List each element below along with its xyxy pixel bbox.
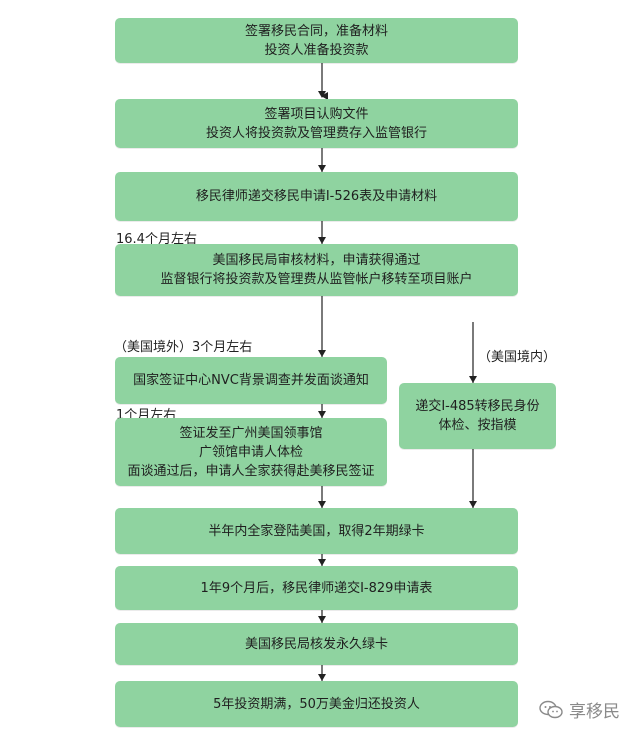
step-3-line-1: 移民律师递交移民申请I-526表及申请材料: [195, 189, 438, 204]
label-time-16-4: 16.4个月左右: [116, 232, 197, 247]
label-inside-us: （美国境内）: [478, 350, 557, 365]
step-10-line-1: 美国移民局核发永久绿卡: [244, 636, 388, 652]
step-1-line-1: 签署移民合同，准备材料: [244, 23, 388, 39]
step-nvc-interview-notice: 国家签证中心NVC背景调查并发面谈通知: [115, 357, 387, 404]
brand-watermark: 享移民: [539, 697, 620, 722]
step-7-line-2: 体检、按指模: [438, 418, 517, 433]
brand-name: 享移民: [569, 702, 620, 722]
step-sign-contract: 签署移民合同，准备材料 投资人准备投资款: [115, 18, 518, 63]
step-file-i526: 移民律师递交移民申请I-526表及申请材料: [115, 172, 518, 221]
step-investment-returned: 5年投资期满，50万美金归还投资人: [115, 681, 518, 727]
step-7-line-1: 递交I-485转移民身份: [415, 399, 540, 414]
step-uscis-approval: 美国移民局审核材料，申请获得通过 监督银行将投资款及管理费从监管帐户移转至项目账…: [115, 244, 518, 296]
step-6-line-3: 面谈通过后，申请人全家获得赴美移民签证: [127, 463, 375, 479]
step-8-line-1: 半年内全家登陆美国，取得2年期绿卡: [208, 523, 425, 539]
step-4-line-2: 监督银行将投资款及管理费从监管帐户移转至项目账户: [160, 272, 473, 287]
step-subscription: 签署项目认购文件 投资人将投资款及管理费存入监管银行: [115, 99, 518, 148]
label-outside-us: （美国境外）3个月左右: [114, 340, 253, 355]
step-9-line-1: 1年9个月后，移民律师递交I-829申请表: [200, 580, 433, 596]
step-consulate-visa: 签证发至广州美国领事馆 广领馆申请人体检 面谈通过后，申请人全家获得赴美移民签证: [115, 418, 387, 486]
step-1-line-2: 投资人准备投资款: [264, 42, 369, 58]
step-2-line-2: 投资人将投资款及管理费存入监管银行: [205, 125, 427, 141]
step-file-i485: 递交I-485转移民身份 体检、按指模: [399, 383, 556, 449]
step-permanent-greencard: 美国移民局核发永久绿卡: [115, 623, 518, 665]
step-2-line-1: 签署项目认购文件: [264, 106, 369, 122]
chat-bubble-icon: [539, 700, 563, 720]
step-5-line-1: 国家签证中心NVC背景调查并发面谈通知: [133, 373, 369, 388]
step-11-line-1: 5年投资期满，50万美金归还投资人: [213, 696, 420, 712]
step-file-i829: 1年9个月后，移民律师递交I-829申请表: [115, 566, 518, 610]
step-6-line-2: 广领馆申请人体检: [198, 444, 303, 460]
step-4-line-1: 美国移民局审核材料，申请获得通过: [212, 253, 421, 268]
step-land-conditional-greencard: 半年内全家登陆美国，取得2年期绿卡: [115, 508, 518, 554]
step-6-line-1: 签证发至广州美国领事馆: [179, 425, 323, 441]
